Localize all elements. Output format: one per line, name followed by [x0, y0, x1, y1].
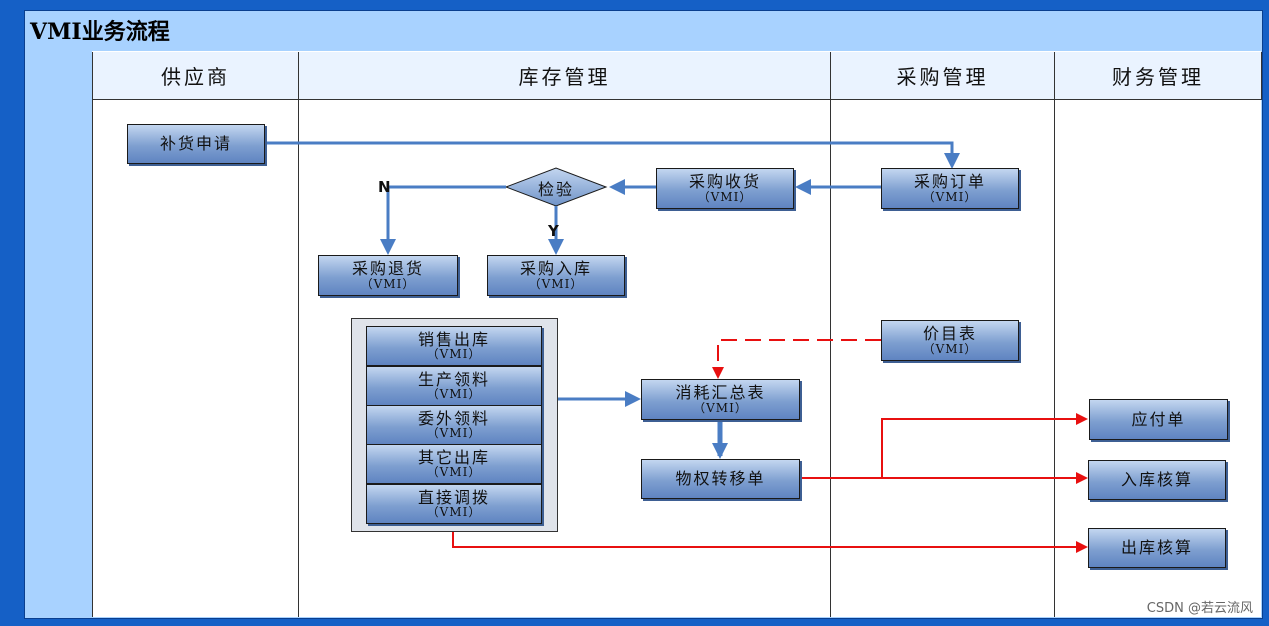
group-item-direct-transfer: 直接调拨 （VMI）: [366, 484, 542, 524]
node-price-list: 价目表 （VMI）: [881, 320, 1019, 361]
node-label: 出库核算: [1120, 538, 1193, 558]
node-label: 销售出库: [417, 329, 490, 349]
lane-divider: [92, 52, 93, 617]
node-label: 其它出库: [417, 447, 490, 467]
group-item-outsourcing-picking: 委外领料 （VMI）: [366, 405, 542, 445]
node-label: 入库核算: [1120, 470, 1193, 490]
node-purchase-receipt: 采购收货 （VMI）: [656, 168, 794, 209]
lane-header-supplier: 供应商: [93, 52, 299, 100]
lane-divider: [298, 52, 299, 617]
node-label: 应付单: [1131, 409, 1186, 429]
node-sublabel: （VMI）: [360, 276, 416, 291]
node-label: 消耗汇总表: [675, 383, 766, 403]
node-sublabel: （VMI）: [693, 400, 748, 415]
node-label: 采购入库: [519, 259, 592, 279]
watermark: CSDN @若云流风: [1146, 601, 1253, 616]
node-consumption-summary: 消耗汇总表 （VMI）: [641, 379, 800, 420]
group-item-other-outbound: 其它出库 （VMI）: [366, 444, 542, 484]
inspection-label: 检验: [537, 180, 574, 199]
node-sublabel: （VMI）: [426, 505, 482, 520]
node-replenish-request: 补货申请: [127, 124, 265, 164]
node-label: 生产领料: [417, 369, 490, 389]
arrow-request-to-order: [265, 141, 960, 169]
lane-header-finance: 财务管理: [1055, 52, 1262, 100]
node-sublabel: （VMI）: [426, 387, 482, 402]
group-item-production-picking: 生产领料 （VMI）: [366, 366, 542, 406]
node-label: 价目表: [922, 324, 977, 344]
node-sublabel: （VMI）: [922, 189, 978, 204]
node-label: 物权转移单: [675, 469, 766, 489]
node-sublabel: （VMI）: [697, 189, 753, 204]
node-label: 直接调拨: [417, 487, 490, 507]
node-label: 采购订单: [913, 172, 986, 192]
node-purchase-inbound: 采购入库 （VMI）: [487, 255, 625, 296]
node-label: 采购退货: [351, 259, 424, 279]
node-sublabel: （VMI）: [426, 347, 482, 362]
node-label: 采购收货: [688, 172, 761, 192]
node-payable: 应付单: [1089, 399, 1228, 440]
node-inbound-accounting: 入库核算: [1088, 460, 1226, 500]
lane-divider: [830, 52, 831, 617]
node-purchase-order: 采购订单 （VMI）: [881, 168, 1019, 209]
node-sublabel: （VMI）: [426, 465, 482, 480]
node-label: 补货申请: [159, 134, 232, 154]
node-sublabel: （VMI）: [426, 426, 482, 441]
node-sublabel: （VMI）: [922, 341, 978, 356]
node-sublabel: （VMI）: [528, 276, 584, 291]
arrow-price-to-summary: [712, 339, 881, 379]
lane-divider: [1054, 52, 1055, 617]
node-ownership-transfer: 物权转移单: [641, 459, 800, 499]
branch-label-no: N: [378, 178, 391, 196]
node-outbound-accounting: 出库核算: [1088, 528, 1226, 568]
arrow-transfer-to-payable: [800, 413, 1088, 479]
diagram-title: VMI业务流程: [30, 19, 170, 45]
diagram-canvas: [92, 51, 1261, 617]
arrow-group-to-outbound: [452, 530, 1088, 553]
lane-header-purchasing: 采购管理: [831, 52, 1055, 100]
branch-label-yes: Y: [548, 222, 559, 240]
node-label: 委外领料: [417, 408, 490, 428]
arrow-inspection-no: [380, 185, 506, 255]
group-item-sales-outbound: 销售出库 （VMI）: [366, 326, 542, 366]
lane-header-inventory: 库存管理: [299, 52, 831, 100]
node-purchase-return: 采购退货 （VMI）: [318, 255, 458, 296]
inspection-diamond: [504, 167, 608, 207]
